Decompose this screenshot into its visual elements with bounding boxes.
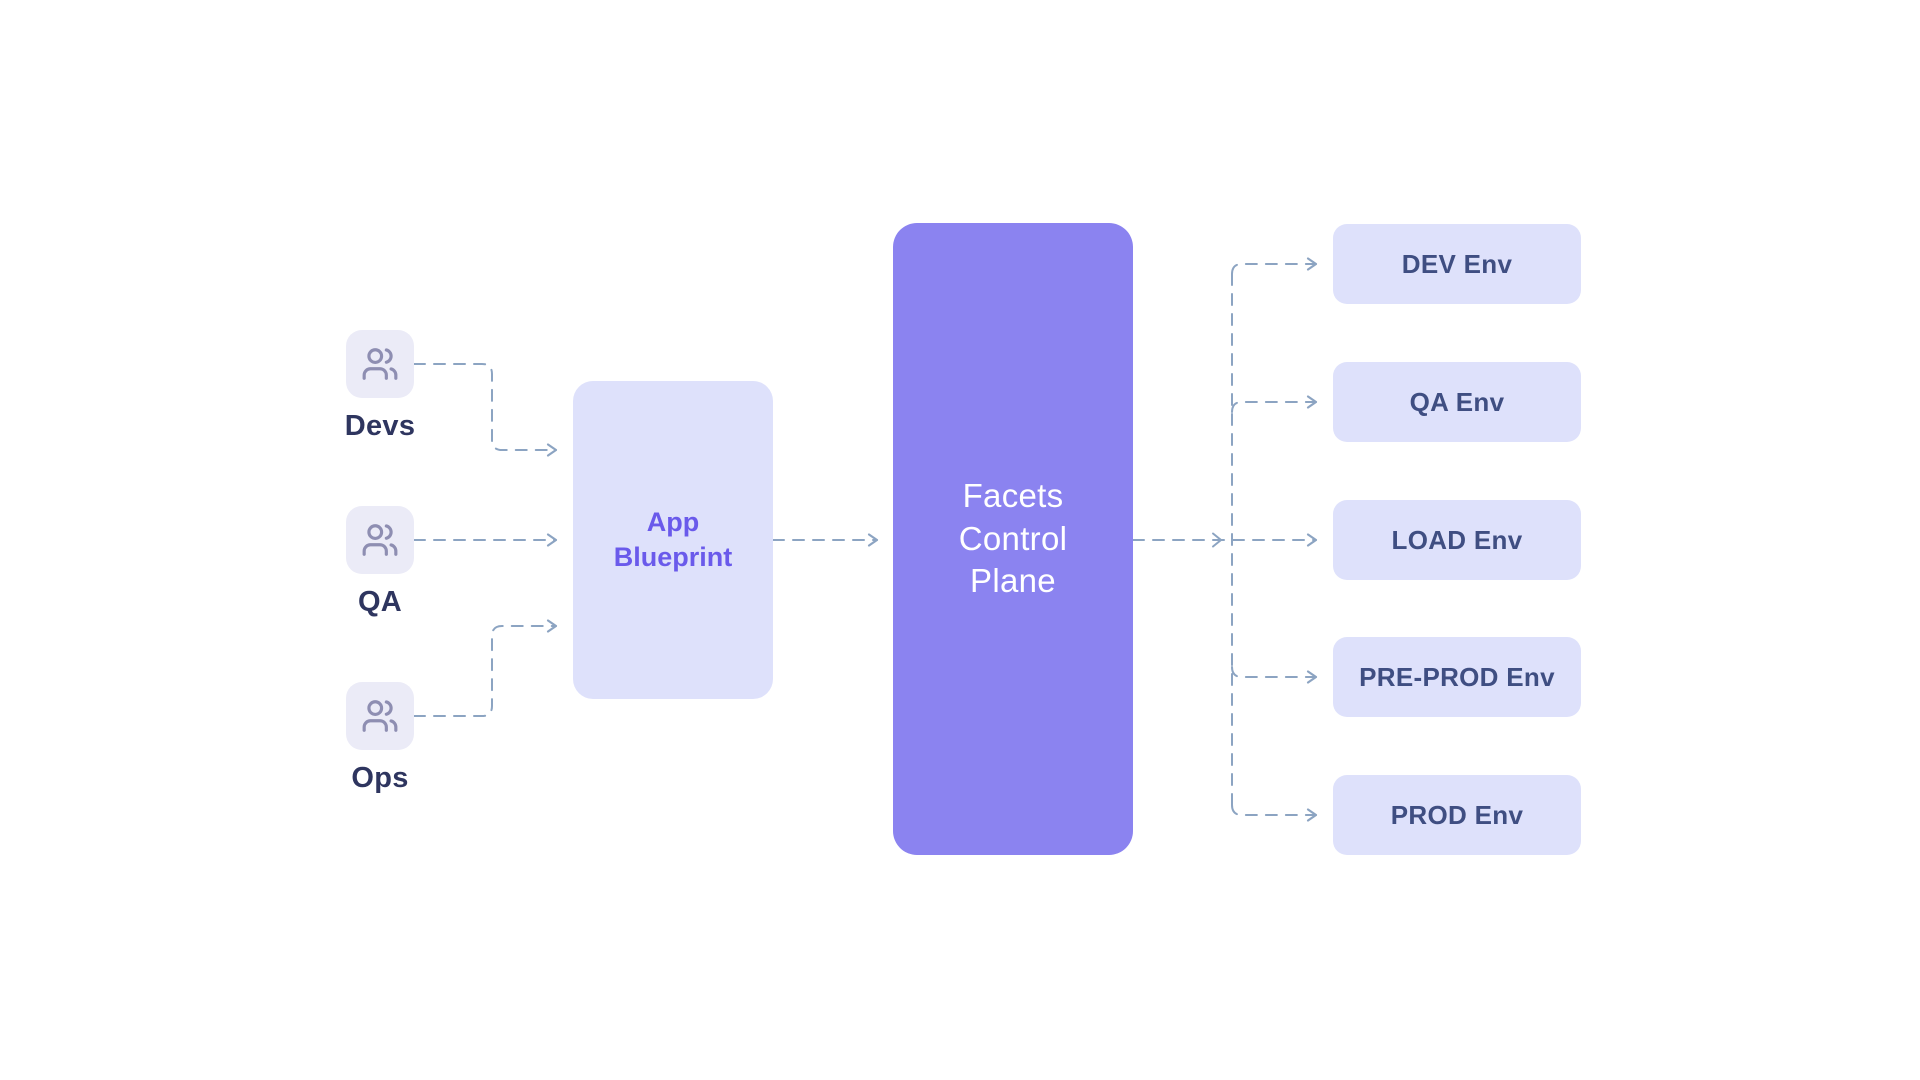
actor-chip-devs	[346, 330, 414, 398]
connector-ops-to-blueprint	[413, 619, 558, 717]
users-icon	[362, 700, 398, 732]
actor-chip-ops	[346, 682, 414, 750]
actor-label-ops: Ops	[351, 761, 409, 794]
env-label-load: LOAD Env	[1391, 524, 1523, 555]
app-blueprint-node: App Blueprint	[573, 381, 773, 699]
connector-branch-dev-env	[1231, 257, 1318, 275]
users-icon	[362, 348, 398, 380]
env-label-qa: QA Env	[1409, 386, 1505, 417]
env-label-dev: DEV Env	[1401, 248, 1513, 279]
env-label-prod: PROD Env	[1390, 799, 1524, 830]
env-node-pre-prod: PRE-PROD Env	[1333, 637, 1581, 717]
actor-chip-qa	[346, 506, 414, 574]
facets-control-plane-label: Facets Control Plane	[958, 476, 1068, 600]
junction-arrowhead-icon	[1212, 532, 1223, 548]
app-blueprint-label: App Blueprint	[613, 506, 733, 572]
env-node-load: LOAD Env	[1333, 500, 1581, 580]
env-node-qa: QA Env	[1333, 362, 1581, 442]
connector-devs-to-blueprint	[413, 363, 558, 457]
env-node-prod: PROD Env	[1333, 775, 1581, 855]
connector-branch-qa-env	[1231, 395, 1318, 413]
facets-control-plane-node: Facets Control Plane	[893, 223, 1133, 855]
env-label-pre-prod: PRE-PROD Env	[1359, 661, 1555, 692]
env-node-dev: DEV Env	[1333, 224, 1581, 304]
actor-label-devs: Devs	[344, 409, 416, 442]
actor-label-qa: QA	[357, 585, 403, 618]
connector-branch-prod-env	[1231, 804, 1318, 822]
users-icon	[362, 524, 398, 556]
connector-branch-pre-prod-env	[1231, 666, 1318, 684]
